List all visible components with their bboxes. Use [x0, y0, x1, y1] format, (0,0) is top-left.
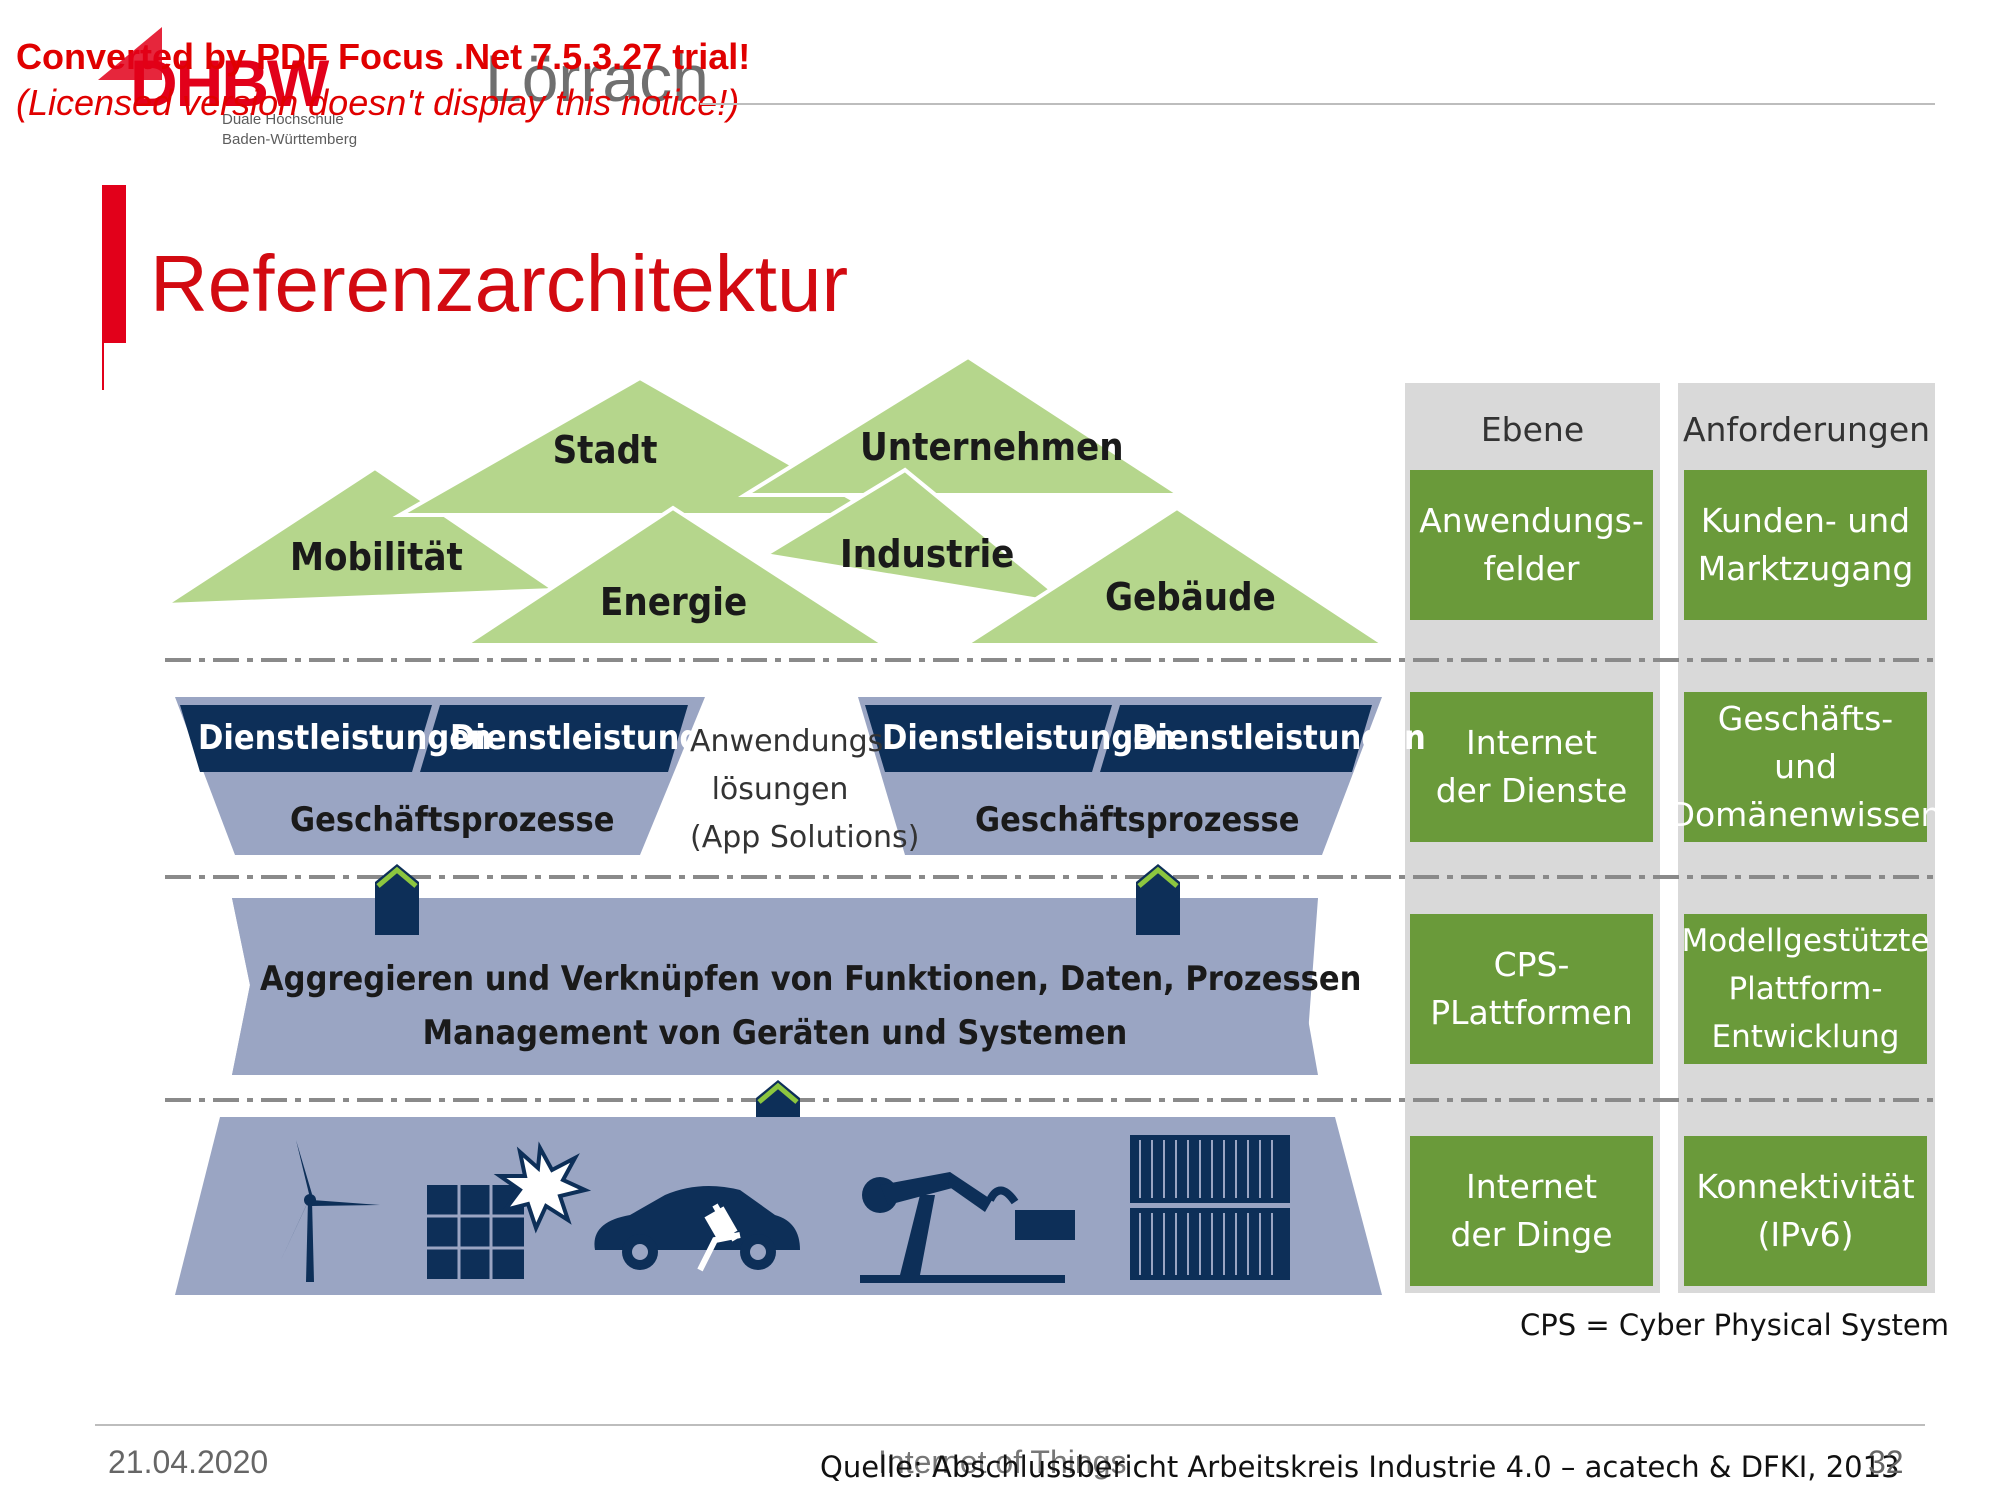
service-left-1-shape	[180, 705, 432, 772]
app-solutions: Anwendungs- lösungen (App Solutions)	[690, 718, 920, 862]
ebene-4-line1: Internet	[1465, 1167, 1598, 1206]
logo-sub-line1: Duale Hochschule	[222, 111, 344, 128]
service-left-2: Dienstleistungen	[450, 718, 744, 758]
anforderung-4-line1: Konnektivität	[1696, 1167, 1915, 1206]
header-anforderungen: Anforderungen	[1682, 410, 1931, 449]
electric-car-icon	[594, 1186, 800, 1272]
label-industrie: Industrie	[840, 532, 1015, 576]
triangle-energie	[458, 505, 892, 647]
logo-mark	[98, 27, 162, 80]
ebene-3-line1: CPS-	[1493, 945, 1570, 984]
anforderung-4-line2: (IPv6)	[1757, 1215, 1854, 1254]
process-left: Geschäftsprozesse	[290, 800, 615, 840]
ebene-internet-der-dinge: Internet der Dinge	[1410, 1136, 1653, 1286]
cell-anforderung-3	[1684, 914, 1927, 1064]
anforderung-3-line1: Modellgestützte	[1681, 923, 1930, 959]
ebene-1-line2: felder	[1483, 549, 1580, 588]
watermark-line2: (Licensed version doesn't display this n…	[16, 82, 740, 123]
cps-note: CPS = Cyber Physical System	[1520, 1308, 1950, 1342]
triangle-industrie	[759, 467, 1078, 609]
app-solutions-line1: Anwendungs-	[690, 724, 895, 759]
service-right-1-shape	[865, 705, 1112, 772]
anforderung-2-line1: Geschäfts- und	[1717, 699, 1894, 786]
triangle-stadt	[392, 375, 888, 517]
label-unternehmen: Unternehmen	[860, 425, 1124, 469]
platform-line1: Aggregieren und Verknüpfen von Funktione…	[260, 959, 1362, 999]
service-left-1: Dienstleistungen	[198, 718, 492, 758]
footer-date: 21.04.2020	[108, 1444, 269, 1480]
wind-turbine-icon	[280, 1140, 380, 1282]
header-ebene: Ebene	[1480, 410, 1585, 449]
logo-dhbw: DHBW	[130, 46, 329, 120]
footer-topic: Internet of Things	[878, 1444, 1127, 1480]
anforderung-2-line2: Domänenwissen	[1669, 795, 1942, 834]
cell-anforderung-1	[1684, 470, 1927, 620]
anforderung-3-line2: Plattform-	[1728, 971, 1883, 1007]
platform-shape-outline	[232, 898, 1318, 1075]
arrow-up-left	[375, 864, 419, 935]
triangle-mobilitaet	[157, 465, 562, 608]
logo-sub-line2: Baden-Württemberg	[222, 131, 358, 148]
cell-ebene-3	[1410, 914, 1653, 1064]
service-right-2-shape	[1100, 705, 1372, 772]
cell-ebene-1	[1410, 470, 1653, 620]
anforderung-1-line1: Kunden- und	[1700, 501, 1911, 540]
service-left-2-shape	[420, 705, 688, 772]
logo-subtitle: Duale Hochschule Baden-Württemberg	[222, 110, 357, 150]
triangle-unternehmen	[737, 354, 1187, 497]
ebene-2-line2: der Dienste	[1435, 771, 1628, 810]
ebene-4-line2: der Dinge	[1450, 1215, 1613, 1254]
ebene-internet-der-dienste: Internet der Dienste	[1410, 692, 1653, 842]
service-right-2: Dienstleistungen	[1132, 718, 1426, 758]
ebene-anwendungsfelder: Anwendungs- felder	[1410, 470, 1653, 620]
title-accent-bar	[102, 185, 126, 343]
container-icon	[1130, 1135, 1290, 1280]
robot-arm-icon	[860, 1172, 1075, 1283]
anforderung-3-line3: Entwicklung	[1711, 1019, 1900, 1055]
process-right: Geschäftsprozesse	[975, 800, 1300, 840]
anforderung-modellgestuetzte-entwicklung: Modellgestützte Plattform- Entwicklung	[1681, 914, 1930, 1064]
page-title: Referenzarchitektur	[150, 239, 849, 328]
anforderung-1-line2: Marktzugang	[1697, 549, 1914, 588]
ebene-cps-plattformen: CPS- PLattformen	[1410, 914, 1653, 1064]
solar-panel-icon	[427, 1141, 592, 1279]
cell-anforderung-2	[1684, 692, 1927, 842]
page-number: 32	[1868, 1444, 1904, 1480]
label-gebaeude: Gebäude	[1105, 575, 1276, 619]
label-energie: Energie	[600, 580, 748, 624]
cell-ebene-2	[1410, 692, 1653, 842]
label-mobilitaet: Mobilität	[290, 535, 463, 579]
platform-line2: Management von Geräten und Systemen	[422, 1013, 1128, 1053]
anforderung-kunden-marktzugang: Kunden- und Marktzugang	[1684, 470, 1927, 620]
ebene-2-line1: Internet	[1465, 723, 1598, 762]
cell-ebene-4	[1410, 1136, 1653, 1286]
app-solutions-line2: lösungen	[711, 772, 849, 807]
logo-city: Lörrach	[485, 41, 709, 115]
cell-anforderung-4	[1684, 1136, 1927, 1286]
arrow-up-right	[1136, 864, 1180, 935]
ebene-3-line2: PLattformen	[1430, 993, 1633, 1032]
triangle-gebaeude	[958, 505, 1392, 647]
service-right-1: Dienstleistungen	[882, 718, 1176, 758]
footer-source: Quelle: Abschlussbericht Arbeitskreis In…	[820, 1450, 1900, 1484]
label-stadt: Stadt	[552, 428, 658, 472]
anforderung-geschaefts-domaenenwissen: Geschäfts- und Domänenwissen	[1670, 692, 1942, 842]
app-solutions-line3: (App Solutions)	[690, 820, 920, 855]
platform-text: Aggregieren und Verknüpfen von Funktione…	[260, 952, 1362, 1060]
anforderung-konnektivitaet: Konnektivität (IPv6)	[1684, 1136, 1927, 1286]
ebene-1-line1: Anwendungs-	[1419, 501, 1644, 540]
